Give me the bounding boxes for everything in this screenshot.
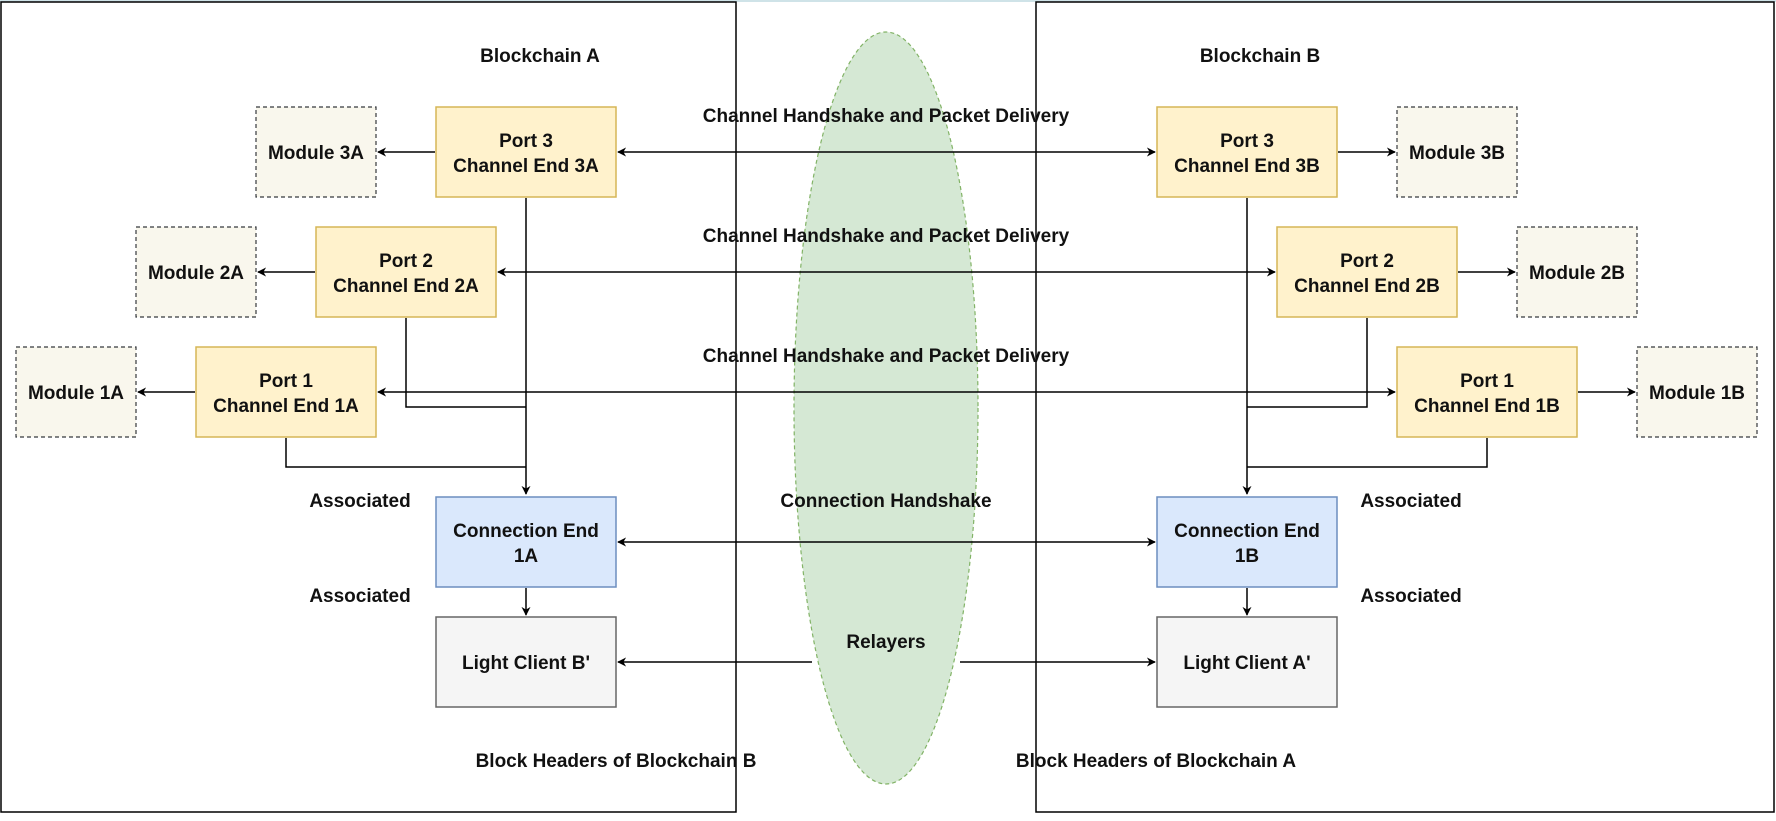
connection-handshake-label: Connection Handshake: [780, 491, 991, 512]
port2b-to-connection-line: [1247, 318, 1368, 408]
port-3a-line1: Port 3: [499, 131, 553, 152]
light-client-b-label: Light Client A': [1183, 653, 1310, 674]
port1a-to-connection-line: [285, 438, 526, 468]
port-1b: Port 1 Channel End 1B: [1396, 346, 1578, 438]
port-3a-line2: Channel End 3A: [453, 156, 599, 177]
blockchain-a-headers-label: Block Headers of Blockchain B: [476, 751, 757, 772]
light-client-a-label: Light Client B': [462, 653, 590, 674]
relayers-ellipse: [793, 31, 979, 785]
channel-2-label: Channel Handshake and Packet Delivery: [703, 226, 1070, 247]
port-3a: Port 3 Channel End 3A: [435, 106, 617, 198]
port-2a-line1: Port 2: [379, 251, 433, 272]
channel-3-label: Channel Handshake and Packet Delivery: [703, 106, 1070, 127]
connection-end-b: Connection End 1B: [1156, 496, 1338, 588]
light-client-b: Light Client A': [1156, 616, 1338, 708]
port-2b-line2: Channel End 2B: [1294, 276, 1440, 297]
module-2b-label: Module 2B: [1529, 263, 1625, 284]
light-client-a: Light Client B': [435, 616, 617, 708]
connector-lines: [137, 147, 1636, 667]
port-3b-line2: Channel End 3B: [1174, 156, 1320, 177]
associated-a-connection-label: Associated: [309, 491, 410, 512]
port1b-to-connection-line: [1247, 438, 1488, 468]
blockchain-b-title: Blockchain B: [1200, 46, 1320, 67]
module-3a: Module 3A: [255, 106, 377, 198]
module-1a-label: Module 1A: [28, 383, 124, 404]
port-3b: Port 3 Channel End 3B: [1156, 106, 1338, 198]
module-3b-label: Module 3B: [1409, 143, 1505, 164]
relayers-label: Relayers: [846, 632, 925, 653]
associated-b-connection-label: Associated: [1360, 491, 1461, 512]
connection-end-a-line1: Connection End: [453, 521, 599, 542]
port-1b-line2: Channel End 1B: [1414, 396, 1560, 417]
module-3b: Module 3B: [1396, 106, 1518, 198]
module-3a-label: Module 3A: [268, 143, 364, 164]
module-2a: Module 2A: [135, 226, 257, 318]
blockchain-a-title: Blockchain A: [480, 46, 600, 67]
port-2a-line2: Channel End 2A: [333, 276, 479, 297]
port-2b-line1: Port 2: [1340, 251, 1394, 272]
port-1a-line1: Port 1: [259, 371, 313, 392]
channel-1-label: Channel Handshake and Packet Delivery: [703, 346, 1070, 367]
port-1b-line1: Port 1: [1460, 371, 1514, 392]
port-1a-line2: Channel End 1A: [213, 396, 359, 417]
port-2a: Port 2 Channel End 2A: [315, 226, 497, 318]
port-2b: Port 2 Channel End 2B: [1276, 226, 1458, 318]
module-1b: Module 1B: [1636, 346, 1758, 438]
blockchain-b-headers-label: Block Headers of Blockchain A: [1016, 751, 1296, 772]
connection-end-b-line2: 1B: [1235, 546, 1259, 567]
module-1b-label: Module 1B: [1649, 383, 1745, 404]
port-1a: Port 1 Channel End 1A: [195, 346, 377, 438]
port-3b-line1: Port 3: [1220, 131, 1274, 152]
module-1a: Module 1A: [15, 346, 137, 438]
associated-b-client-label: Associated: [1360, 586, 1461, 607]
connection-end-a: Connection End 1A: [435, 496, 617, 588]
connection-end-b-line1: Connection End: [1174, 521, 1320, 542]
associated-a-client-label: Associated: [309, 586, 410, 607]
module-2b: Module 2B: [1516, 226, 1638, 318]
port2a-to-connection-line: [405, 318, 526, 408]
module-2a-label: Module 2A: [148, 263, 244, 284]
connection-end-a-line2: 1A: [514, 546, 539, 567]
